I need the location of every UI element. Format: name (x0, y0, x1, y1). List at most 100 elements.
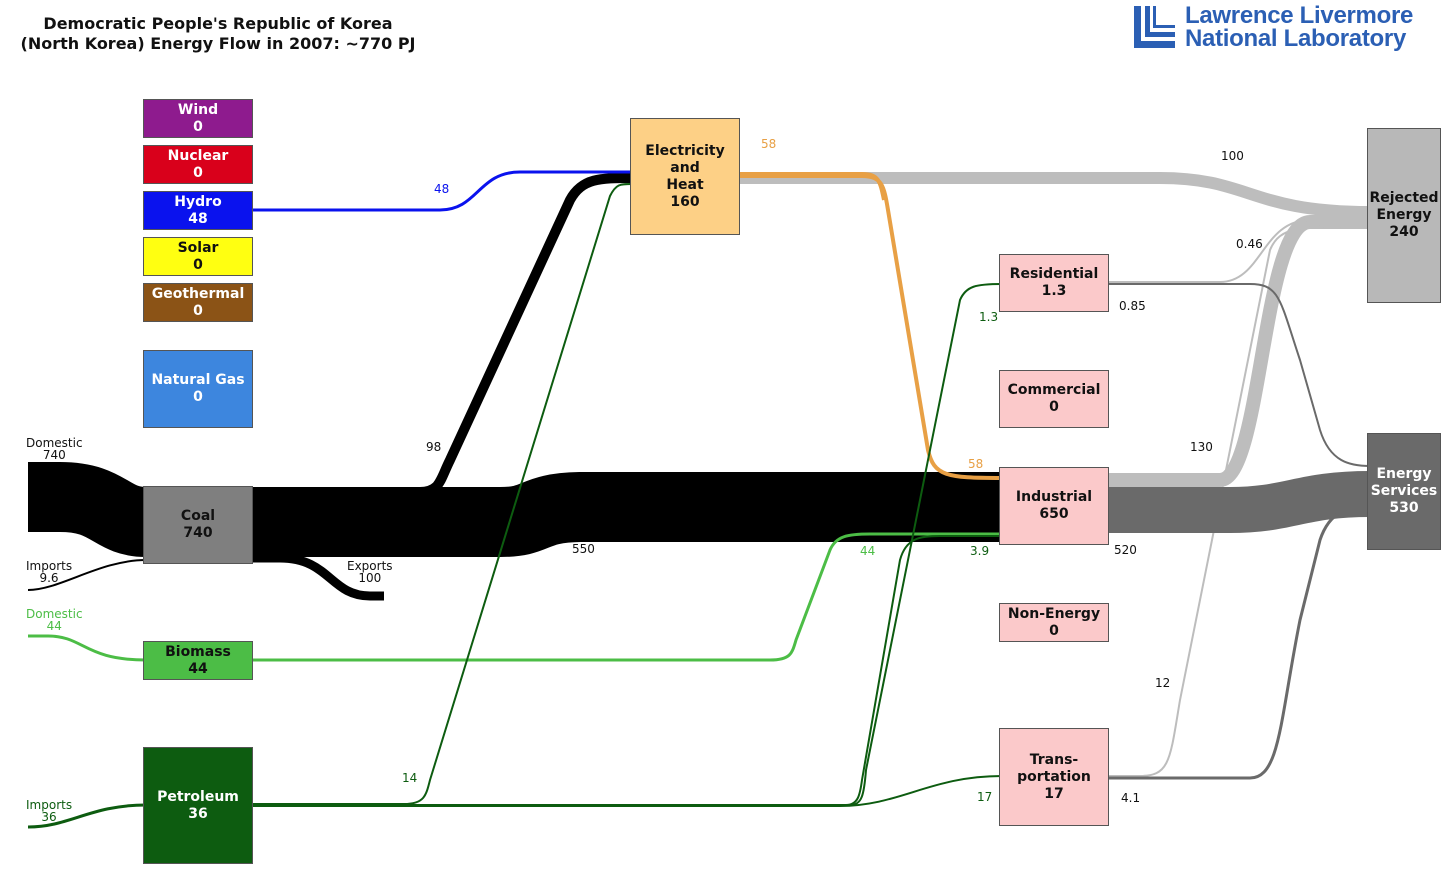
node-solar: Solar 0 (143, 237, 253, 276)
node-transportation: Trans- portation 17 (999, 728, 1109, 826)
node-transportation-name-2: portation (1017, 768, 1091, 785)
llnl-logo: Lawrence Livermore National Laboratory (1133, 4, 1433, 54)
flow-coal-to-electricity (252, 173, 633, 497)
flow-biomass-to-industrial (252, 532, 1002, 662)
flow-transportation-to-rejected (1108, 225, 1371, 777)
node-natural-gas-name: Natural Gas (151, 372, 245, 388)
node-coal-name: Coal (180, 508, 216, 524)
label-rejected-from-electricity: 100 (1221, 149, 1244, 163)
node-coal-value: 740 (183, 525, 213, 541)
flow-electricity-to-rejected (738, 172, 1371, 218)
flow-residential-to-rejected (1108, 219, 1370, 283)
label-residential-to-services: 0.85 (1119, 299, 1146, 313)
node-commercial-name: Commercial (1007, 382, 1101, 398)
source-petroleum-imports: Imports 36 (26, 799, 72, 823)
node-residential-name: Residential (1009, 266, 1099, 282)
node-non-energy: Non-Energy 0 (999, 603, 1109, 642)
source-biomass-domestic-label: Domestic (26, 607, 83, 621)
node-petroleum: Petroleum 36 (143, 747, 253, 864)
flow-industrial-to-services (1108, 471, 1371, 533)
node-wind: Wind 0 (143, 99, 253, 138)
node-coal: Coal 740 (143, 486, 253, 564)
node-transportation-name-1: Trans- (1029, 751, 1079, 768)
source-petroleum-imports-label: Imports (26, 798, 73, 812)
node-energy-services: Energy Services 530 (1367, 433, 1441, 550)
node-transportation-value: 17 (1044, 785, 1064, 802)
node-hydro: Hydro 48 (143, 191, 253, 230)
label-industrial-to-rejected: 130 (1190, 440, 1213, 454)
node-biomass-name: Biomass (165, 643, 231, 660)
flow-petroleum-imports (27, 803, 147, 829)
node-electricity-and-heat: Electricity and Heat 160 (630, 118, 740, 235)
node-nuclear-name: Nuclear (167, 147, 229, 164)
node-petroleum-name: Petroleum (157, 788, 239, 805)
label-petroleum-to-transportation: 17 (977, 790, 993, 804)
flow-industrial-to-rejected (1108, 215, 1370, 487)
source-petroleum-imports-value: 36 (41, 810, 57, 824)
flow-petroleum-to-residential (252, 283, 1003, 806)
node-non-energy-value: 0 (1049, 622, 1059, 639)
flow-electricity-to-industrial (738, 174, 1003, 480)
flow-coal-exports (252, 553, 384, 601)
node-geothermal: Geothermal 0 (143, 283, 253, 322)
source-coal-domestic: Domestic 740 (26, 437, 83, 461)
node-nuclear: Nuclear 0 (143, 145, 253, 184)
flow-residential-to-services (1108, 283, 1371, 467)
flow-coal-to-industrial (252, 472, 1002, 557)
node-electricity-name-2: and (670, 159, 700, 176)
node-services-name-1: Energy (1376, 466, 1432, 482)
node-electricity-name-1: Electricity (645, 142, 725, 159)
source-coal-domestic-value: 740 (42, 448, 66, 462)
node-hydro-value: 48 (188, 210, 208, 227)
label-coal-to-industrial: 550 (572, 542, 595, 556)
node-wind-name: Wind (177, 101, 219, 118)
llnl-logo-mark (1134, 6, 1175, 48)
label-industrial-to-services: 520 (1114, 543, 1137, 557)
logo-line-2: National Laboratory (1185, 25, 1406, 52)
label-electricity-to-rejected: 58 (761, 137, 777, 151)
node-natural-gas: Natural Gas 0 (143, 350, 253, 428)
node-hydro-name: Hydro (174, 193, 222, 210)
node-rejected-name-2: Energy (1376, 207, 1432, 223)
source-coal-imports-label: Imports (26, 559, 73, 573)
diagram-title: Democratic People's Republic of Korea (N… (8, 14, 428, 54)
node-biomass-value: 44 (188, 660, 208, 677)
title-line-2: (North Korea) Energy Flow in 2007: ~770 … (20, 34, 416, 53)
source-coal-imports: Imports 9.6 (26, 560, 72, 584)
node-services-value: 530 (1389, 500, 1419, 516)
source-coal-imports-value: 9.6 (39, 571, 59, 585)
logo-line-1: Lawrence Livermore (1185, 2, 1414, 29)
source-biomass-domestic: Domestic 44 (26, 608, 83, 632)
node-non-energy-name: Non-Energy (1007, 605, 1101, 622)
flow-transportation-to-services (1108, 504, 1371, 780)
node-services-name-2: Services (1370, 483, 1438, 499)
label-hydro-to-electricity: 48 (434, 182, 450, 196)
node-solar-name: Solar (177, 239, 219, 256)
label-petroleum-to-industrial: 3.9 (970, 544, 990, 558)
flow-coal-imports (27, 559, 147, 591)
label-transportation-to-rejected: 12 (1155, 676, 1171, 690)
node-industrial-value: 650 (1039, 506, 1069, 522)
node-rejected-value: 240 (1389, 224, 1419, 240)
node-biomass: Biomass 44 (143, 641, 253, 680)
flow-coal-domestic (28, 462, 149, 557)
flow-petroleum-to-industrial (252, 535, 1002, 806)
label-petroleum-to-electricity: 14 (402, 771, 418, 785)
node-natural-gas-value: 0 (193, 389, 203, 405)
node-commercial-value: 0 (1049, 399, 1059, 415)
label-transportation-to-services: 4.1 (1121, 791, 1141, 805)
node-industrial-name: Industrial (1015, 489, 1093, 505)
title-line-1: Democratic People's Republic of Korea (43, 14, 393, 33)
node-residential-value: 1.3 (1041, 283, 1067, 299)
source-coal-exports-label: Exports (347, 559, 393, 573)
flow-biomass-domestic (28, 634, 147, 662)
source-coal-exports-value: 100 (358, 571, 382, 585)
node-commercial: Commercial 0 (999, 370, 1109, 428)
label-electricity-to-industrial: 58 (968, 457, 984, 471)
node-residential: Residential 1.3 (999, 254, 1109, 312)
label-coal-to-electricity: 98 (426, 440, 442, 454)
node-electricity-name-3: Heat (666, 176, 704, 193)
node-industrial: Industrial 650 (999, 467, 1109, 545)
